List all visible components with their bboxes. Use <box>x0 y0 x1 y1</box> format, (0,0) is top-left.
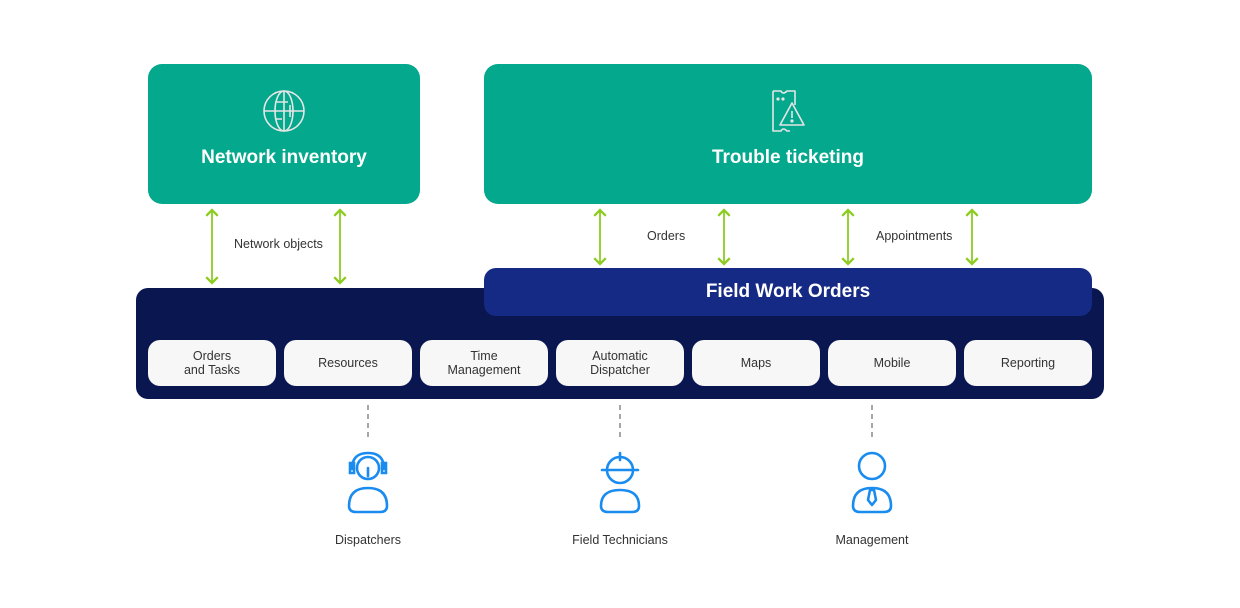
module-label: Automatic Dispatcher <box>590 349 650 377</box>
module-label: Maps <box>740 356 772 370</box>
globe-icon <box>262 89 306 138</box>
orders-label: Orders <box>647 229 686 243</box>
role-field-technicians-label: Field Technicians <box>572 533 668 547</box>
network-objects-label: Network objects <box>234 237 323 251</box>
field-work-orders-title: Field Work Orders <box>484 268 1092 316</box>
module-mobile[interactable]: Mobile <box>828 340 956 386</box>
module-time-management[interactable]: Time Management <box>420 340 548 386</box>
module-label: Mobile <box>873 356 911 370</box>
role-dispatchers-label: Dispatchers <box>335 533 401 547</box>
module-orders-and-tasks[interactable]: Orders and Tasks <box>148 340 276 386</box>
module-reporting[interactable]: Reporting <box>964 340 1092 386</box>
module-maps[interactable]: Maps <box>692 340 820 386</box>
tie-user-icon <box>848 450 896 521</box>
hardhat-user-icon <box>596 450 644 521</box>
headset-user-icon <box>344 450 392 521</box>
module-resources[interactable]: Resources <box>284 340 412 386</box>
module-label: Reporting <box>1000 356 1056 370</box>
ticket-warning-icon <box>770 89 806 138</box>
role-management-label: Management <box>835 533 909 547</box>
module-label: Orders and Tasks <box>183 349 241 377</box>
module-label: Resources <box>318 356 378 370</box>
trouble-ticketing-box: Trouble ticketing <box>484 64 1092 204</box>
module-label: Time Management <box>447 349 521 377</box>
network-inventory-box: Network inventory <box>148 64 420 204</box>
appointments-label: Appointments <box>876 229 953 243</box>
module-automatic-dispatcher[interactable]: Automatic Dispatcher <box>556 340 684 386</box>
trouble-ticketing-title: Trouble ticketing <box>711 147 865 168</box>
network-inventory-title: Network inventory <box>201 147 367 168</box>
